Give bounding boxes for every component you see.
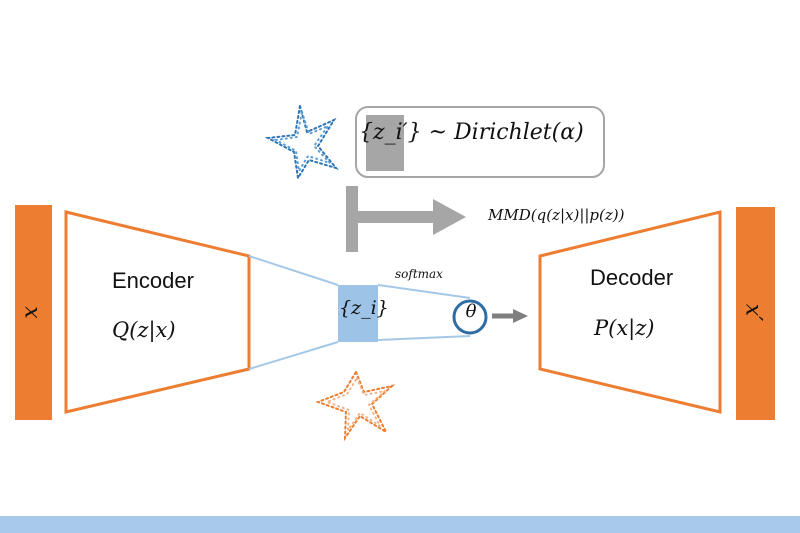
theta-node bbox=[452, 299, 488, 335]
encoder-formula: Q(z|x) bbox=[112, 318, 176, 342]
blue-star-scatter-icon bbox=[264, 105, 339, 181]
prior-box bbox=[355, 106, 605, 178]
input-bar bbox=[15, 205, 52, 420]
bottom-band bbox=[0, 516, 800, 533]
encoder-label: Encoder bbox=[112, 268, 194, 293]
mmd-arrowhead bbox=[433, 199, 466, 235]
mmd-bar-horizontal bbox=[358, 211, 436, 223]
softmax-label: softmax bbox=[395, 267, 443, 281]
softmax-line-top bbox=[377, 284, 471, 299]
output-bar bbox=[736, 207, 775, 420]
output-symbol: x′ bbox=[740, 303, 766, 322]
decoder-block bbox=[538, 210, 722, 414]
softmax-line-bottom bbox=[377, 335, 471, 341]
input-symbol: x bbox=[19, 306, 45, 319]
connector-top bbox=[248, 255, 339, 286]
latent-symbol: {z_i} bbox=[339, 297, 389, 319]
orange-star-scatter-icon bbox=[315, 369, 396, 442]
theta-to-decoder-arrowhead bbox=[513, 309, 528, 323]
connector-bottom bbox=[248, 341, 339, 370]
theta-symbol: θ bbox=[465, 301, 477, 322]
decoder-label: Decoder bbox=[590, 265, 674, 290]
prior-formula: {z_i′} ~ Dirichlet(α) bbox=[359, 120, 584, 145]
encoder-block bbox=[64, 210, 251, 414]
mmd-label: MMD(q(z|x)||p(z)) bbox=[488, 206, 625, 224]
mmd-bar-vertical bbox=[346, 186, 358, 252]
latent-box bbox=[338, 285, 378, 342]
prior-highlight bbox=[366, 115, 404, 171]
decoder-formula: P(x|z) bbox=[594, 316, 655, 340]
